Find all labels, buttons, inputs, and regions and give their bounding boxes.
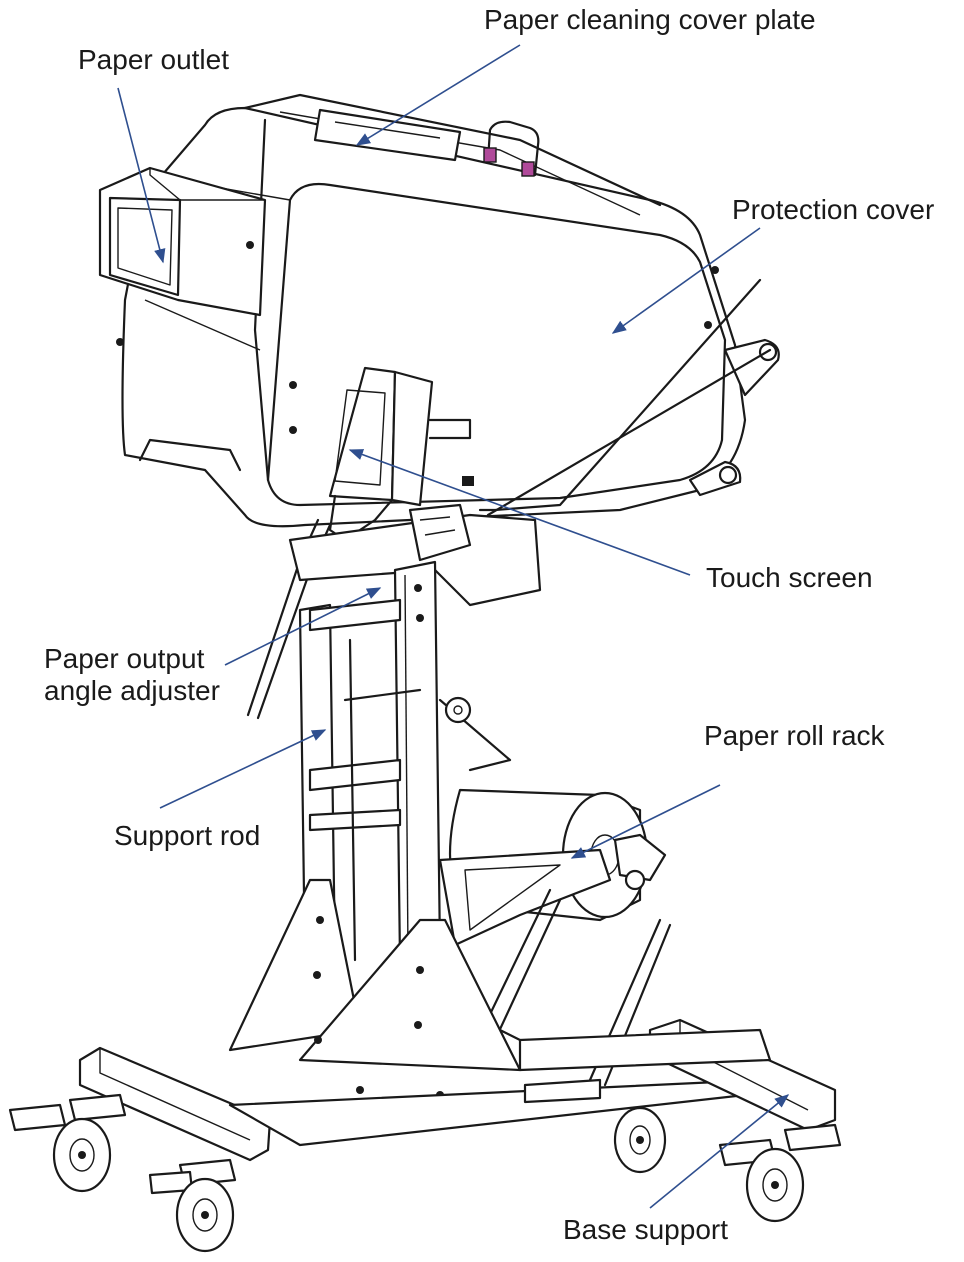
label-support-rod: Support rod [114, 820, 261, 851]
label-paper-output-angle-adjuster-line1: Paper output [44, 643, 205, 674]
paper-outlet-box [98, 166, 267, 317]
label-base-support: Base support [563, 1214, 728, 1245]
arrow-paper-roll-rack [570, 784, 721, 859]
support-frame [298, 560, 442, 967]
machine-body [121, 93, 747, 528]
label-paper-cleaning-cover-plate: Paper cleaning cover plate [484, 4, 816, 35]
arrow-base-support [649, 1094, 790, 1209]
caster-rear-mid [613, 1106, 667, 1174]
arrow-support-rod [159, 729, 327, 809]
arrow-paper-cleaning-cover-plate [355, 44, 521, 146]
arrow-touch-screen [348, 449, 691, 576]
leader-arrows [117, 44, 790, 1209]
caster-rear-right [718, 1123, 842, 1223]
arrow-paper-outlet [117, 87, 166, 264]
caster-front-mid [148, 1158, 237, 1253]
caster-front-left [8, 1093, 127, 1193]
label-touch-screen: Touch screen [706, 562, 873, 593]
side-pivot-brackets [688, 338, 780, 497]
arrow-protection-cover [611, 227, 761, 334]
angle-adjuster [288, 278, 772, 607]
arrow-paper-output-angle-adjuster [224, 587, 382, 666]
underside-tray [138, 418, 474, 486]
label-paper-output-angle-adjuster-line2: angle adjuster [44, 675, 220, 706]
label-protection-cover: Protection cover [732, 194, 935, 225]
label-paper-outlet: Paper outlet [78, 44, 229, 75]
label-paper-roll-rack: Paper roll rack [704, 720, 885, 751]
top-handle [483, 120, 540, 177]
